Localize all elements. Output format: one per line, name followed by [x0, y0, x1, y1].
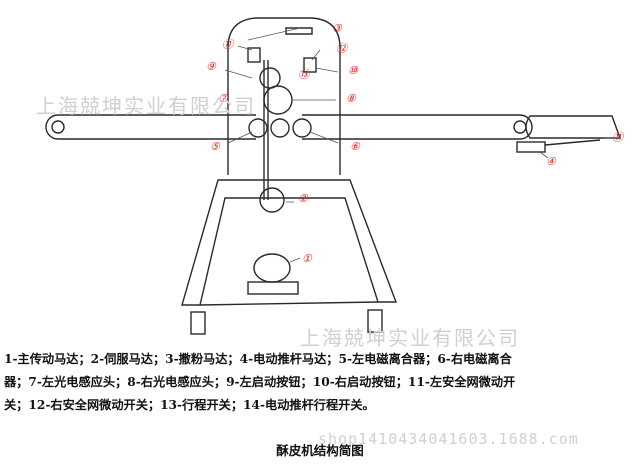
- photo-sensor-roller: [259, 67, 281, 89]
- servo-motor: [259, 187, 285, 213]
- extension-belt: [525, 115, 621, 139]
- legend-line: 关；12-右安全网微动开关；13-行程开关；14-电动推杆行程开关。: [4, 398, 375, 412]
- right-conveyor: [302, 114, 533, 140]
- left-wheel: [190, 311, 206, 335]
- callout-5: ⑤: [210, 140, 221, 153]
- sprinkler-hopper: [285, 27, 313, 35]
- pushrod-arm: [544, 139, 601, 146]
- base-platform: [199, 301, 379, 306]
- callout-11: ⑪: [612, 131, 625, 144]
- watermark: 上海兢坤实业有限公司: [36, 94, 256, 118]
- right-clutch: [292, 118, 312, 138]
- watermark-url: shop1410434041603.1688.com: [318, 430, 579, 448]
- main-motor-mount: [247, 281, 299, 295]
- callout-2: ②: [298, 192, 309, 205]
- callout-13: ⑬: [298, 68, 311, 81]
- middle-roller: [270, 118, 290, 138]
- left-conveyor-end-roller: [51, 120, 65, 134]
- callout-6: ⑥: [350, 140, 361, 153]
- tower-body: [227, 17, 341, 175]
- base-frame: [181, 179, 398, 306]
- callout-10: ⑩: [348, 64, 359, 77]
- watermark: 上海兢坤实业有限公司: [300, 326, 520, 350]
- left-clutch: [248, 118, 268, 138]
- left-conveyor: [45, 114, 256, 140]
- legend: 1-主传动马达；2-伺服马达；3-撒粉马达；4-电动推杆马达；5-左电磁离合器；…: [4, 348, 638, 417]
- callout-4: ④: [546, 155, 557, 168]
- right-conveyor-end-roller: [513, 120, 527, 134]
- main-motor: [253, 253, 291, 283]
- right-wheel: [367, 309, 383, 333]
- pushrod-motor-box: [516, 141, 546, 153]
- legend-line: 器；7-左光电感应头；8-右光电感应头；9-左启动按钮；10-右启动按钮；11-…: [4, 375, 516, 389]
- right-start-button: [303, 57, 317, 73]
- figure-caption: 酥皮机结构简图: [276, 443, 364, 458]
- left-start-button: [247, 47, 261, 63]
- machine-diagram: ① ② ③ ④ ⑤ ⑥ ⑦ ⑧ ⑨ ⑩ ⑪ ⑪ ⑫ ⑬: [45, 17, 625, 335]
- callout-12: ⑫: [336, 42, 349, 55]
- callout-11-left: ⑪: [222, 38, 235, 51]
- callout-7: ⑦: [218, 92, 229, 105]
- callout-3: ③: [332, 22, 343, 35]
- callout-8: ⑧: [346, 92, 357, 105]
- legend-line: 1-主传动马达；2-伺服马达；3-撒粉马达；4-电动推杆马达；5-左电磁离合器；…: [4, 352, 512, 366]
- callout-1: ①: [302, 252, 313, 265]
- callout-9: ⑨: [206, 60, 217, 73]
